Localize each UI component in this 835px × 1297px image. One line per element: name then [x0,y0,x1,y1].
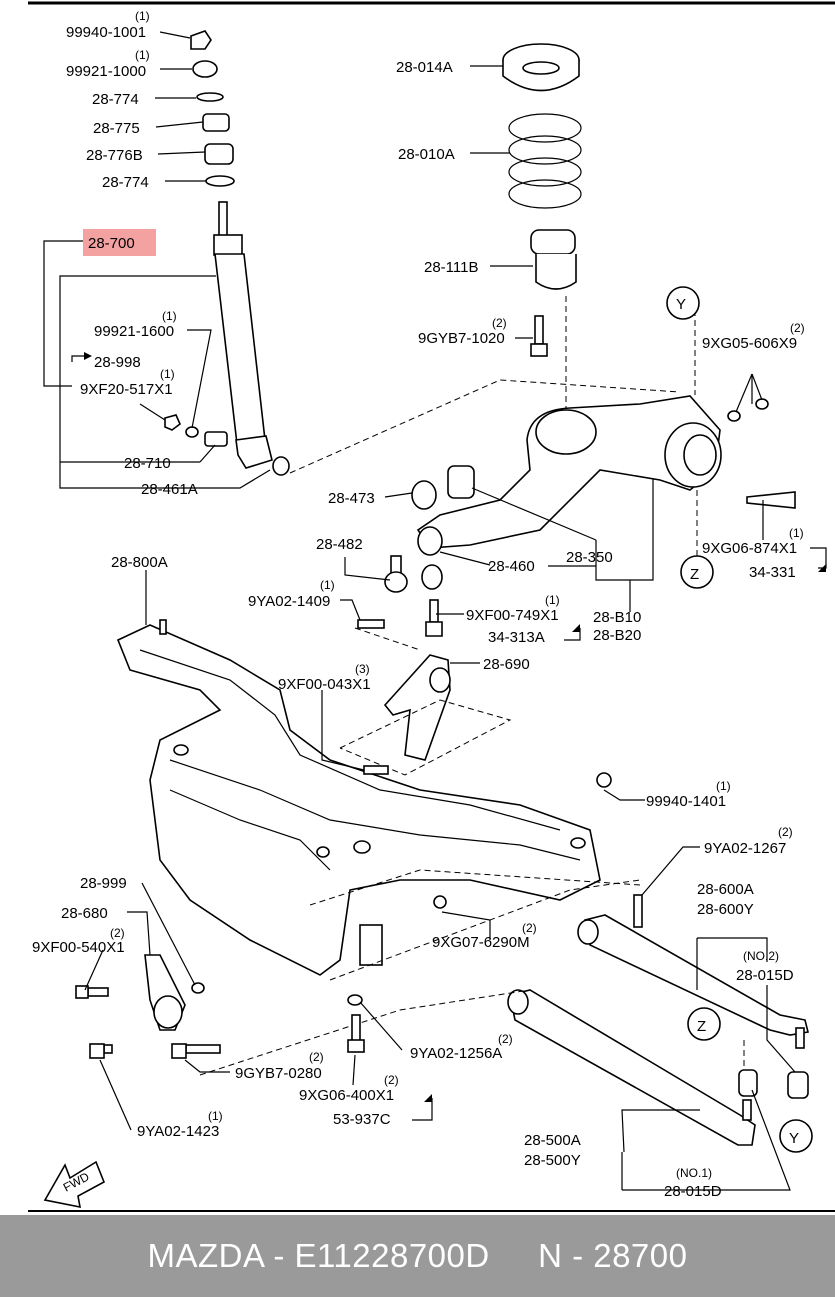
svg-text:28-350: 28-350 [566,549,613,566]
svg-text:53-937C: 53-937C [333,1111,391,1128]
shock-lower-bolts [164,414,228,447]
svg-text:9XF00-043X1: 9XF00-043X1 [278,676,371,693]
svg-text:28-999: 28-999 [80,875,127,892]
svg-text:28-774: 28-774 [102,174,149,191]
svg-text:(3): (3) [355,662,370,676]
svg-text:9GYB7-1020: 9GYB7-1020 [418,330,505,347]
svg-text:99921-1600: 99921-1600 [94,323,174,340]
svg-text:(NO.2): (NO.2) [743,949,779,963]
svg-text:(2): (2) [110,926,125,940]
svg-text:(1): (1) [162,309,177,323]
svg-text:34-313A: 34-313A [488,629,545,646]
svg-text:(2): (2) [309,1050,324,1064]
svg-text:28-500Y: 28-500Y [524,1152,581,1169]
footer-bar: MAZDA - E11228700D N - 28700 [0,1215,835,1297]
reference-lines [289,310,698,651]
svg-text:(2): (2) [384,1073,399,1087]
svg-text:28-998: 28-998 [94,354,141,371]
svg-text:(2): (2) [778,825,793,839]
svg-text:34-331: 34-331 [749,564,796,581]
part-highlight [83,229,156,256]
svg-text:9XF20-517X1: 9XF20-517X1 [80,381,173,398]
crossmember [116,619,601,976]
svg-text:9XG07-6290M: 9XG07-6290M [432,934,530,951]
svg-text:(2): (2) [492,316,507,330]
svg-text:28-460: 28-460 [488,558,535,575]
svg-text:9YA02-1423: 9YA02-1423 [137,1123,219,1140]
svg-text:(1): (1) [135,9,150,23]
svg-text:9XG06-874X1: 9XG06-874X1 [702,540,797,557]
svg-text:9YA02-1409: 9YA02-1409 [248,593,330,610]
svg-text:28-015D: 28-015D [736,967,794,984]
svg-text:(NO.1): (NO.1) [676,1166,712,1180]
lower-left-hardware [75,772,612,1059]
svg-text:28-690: 28-690 [483,656,530,673]
svg-text:28-482: 28-482 [316,536,363,553]
marker-circles [666,286,813,1153]
svg-text:99940-1401: 99940-1401 [646,793,726,810]
svg-text:(2): (2) [522,921,537,935]
leader-lines [43,31,271,489]
shock-absorber [213,201,290,476]
fwd-arrow [43,1160,106,1209]
svg-text:9YA02-1267: 9YA02-1267 [704,840,786,857]
bracket-28-690 [339,619,512,776]
svg-text:(1): (1) [160,367,175,381]
svg-text:28-800A: 28-800A [111,554,168,571]
svg-text:28-774: 28-774 [92,91,139,108]
svg-text:(1): (1) [208,1109,223,1123]
svg-text:9XG06-400X1: 9XG06-400X1 [299,1087,394,1104]
shock-hardware [190,30,235,187]
svg-text:Y: Y [789,1130,799,1147]
svg-text:28-680: 28-680 [61,905,108,922]
svg-text:9XG05-606X9: 9XG05-606X9 [702,335,797,352]
rear-suspension-diagram: (1) 99940-1001 (1) 99921-1000 28-774 28-… [28,1,835,1212]
svg-text:28-500A: 28-500A [524,1132,581,1149]
svg-text:(2): (2) [790,321,805,335]
svg-text:28-700: 28-700 [88,235,135,252]
svg-text:Z: Z [690,566,699,583]
svg-text:28-010A: 28-010A [398,146,455,163]
svg-text:Y: Y [676,296,686,313]
leader-lines-lower [84,570,796,1191]
svg-text:28-461A: 28-461A [141,481,198,498]
part-labels: (1) 99940-1001 (1) 99921-1000 28-774 28-… [32,9,805,1200]
svg-text:28-B10: 28-B10 [593,609,641,626]
coil-spring-assembly [470,43,582,290]
svg-text:(1): (1) [135,48,150,62]
svg-text:28-B20: 28-B20 [593,627,641,644]
svg-text:(1): (1) [716,779,731,793]
svg-text:(1): (1) [320,578,335,592]
svg-text:9XF00-540X1: 9XF00-540X1 [32,939,125,956]
svg-text:28-776B: 28-776B [86,147,143,164]
svg-text:99940-1001: 99940-1001 [66,24,146,41]
trailing-arm [384,395,796,637]
svg-text:28-775: 28-775 [93,120,140,137]
svg-text:28-015D: 28-015D [664,1183,722,1200]
svg-text:9YA02-1256A: 9YA02-1256A [410,1045,502,1062]
svg-text:(1): (1) [789,526,804,540]
svg-text:9XF00-749X1: 9XF00-749X1 [466,607,559,624]
svg-text:28-014A: 28-014A [396,59,453,76]
leader-lines-upper [344,373,827,612]
svg-text:28-111B: 28-111B [424,259,479,276]
bolt-9gyb7-1020 [515,296,567,412]
svg-text:(2): (2) [498,1032,513,1046]
svg-text:Z: Z [697,1018,706,1035]
svg-text:28-473: 28-473 [328,490,375,507]
footer-part-number: MAZDA - E11228700D N - 28700 [147,1237,688,1274]
svg-text:99921-1000: 99921-1000 [66,63,146,80]
svg-text:9GYB7-0280: 9GYB7-0280 [235,1065,322,1082]
svg-text:28-600Y: 28-600Y [697,901,754,918]
svg-text:28-710: 28-710 [124,455,171,472]
svg-text:28-600A: 28-600A [697,881,754,898]
svg-text:(1): (1) [545,593,560,607]
